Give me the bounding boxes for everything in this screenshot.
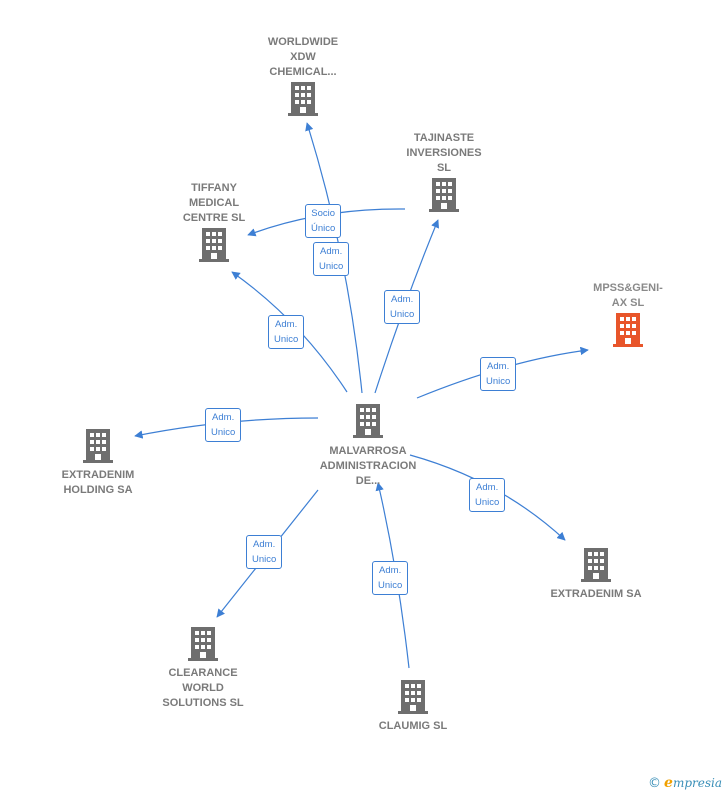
building-icon: [613, 313, 643, 347]
building-icon: [83, 429, 113, 463]
node-extradenim-sa[interactable]: EXTRADENIM SA: [526, 546, 666, 602]
node-label: WORLDWIDE XDW CHEMICAL...: [267, 36, 339, 78]
node-label: MALVARROSA ADMINISTRACION DE...: [319, 445, 417, 487]
node-claumig[interactable]: CLAUMIG SL: [343, 678, 483, 734]
building-icon: [581, 548, 611, 582]
building-icon: [353, 404, 383, 438]
node-label: EXTRADENIM SA: [550, 588, 642, 600]
building-icon: [288, 82, 318, 116]
node-mpss[interactable]: MPSS&GENI- AX SL: [558, 281, 698, 347]
edge-label-tajinaste-tiffany[interactable]: Socio Único: [305, 204, 342, 238]
node-tiffany[interactable]: TIFFANY MEDICAL CENTRE SL: [144, 181, 284, 262]
node-label: TIFFANY MEDICAL CENTRE SL: [182, 182, 246, 224]
edge-label-malvarrosa-extradenim_sa[interactable]: Adm. Unico: [469, 478, 506, 512]
node-tajinaste[interactable]: TAJINASTE INVERSIONES SL: [374, 131, 514, 212]
brand-logo: empresia: [664, 775, 722, 791]
edge-label-malvarrosa-extradenim_holding[interactable]: Adm. Unico: [205, 408, 242, 442]
node-extradenim-holding[interactable]: EXTRADENIM HOLDING SA: [28, 427, 168, 498]
copyright-icon: ©: [648, 775, 662, 791]
edge-label-malvarrosa-worldwide[interactable]: Adm. Unico: [313, 242, 350, 276]
edge-label-malvarrosa-tiffany[interactable]: Adm. Unico: [268, 315, 305, 349]
edge-label-claumig-malvarrosa[interactable]: Adm. Unico: [372, 561, 409, 595]
building-icon: [429, 178, 459, 212]
node-worldwide[interactable]: WORLDWIDE XDW CHEMICAL...: [233, 35, 373, 116]
building-icon: [199, 228, 229, 262]
node-label: EXTRADENIM HOLDING SA: [61, 469, 135, 496]
node-clearance[interactable]: CLEARANCE WORLD SOLUTIONS SL: [133, 625, 273, 711]
building-icon: [188, 627, 218, 661]
node-malvarrosa[interactable]: MALVARROSA ADMINISTRACION DE...: [298, 402, 438, 489]
edge-label-malvarrosa-tajinaste[interactable]: Adm. Unico: [384, 290, 421, 324]
edge-label-malvarrosa-mpss[interactable]: Adm. Unico: [480, 357, 517, 391]
node-label: MPSS&GENI- AX SL: [593, 282, 663, 309]
empresia-watermark: © empresia: [648, 775, 722, 791]
building-icon: [398, 680, 428, 714]
node-label: TAJINASTE INVERSIONES SL: [406, 132, 482, 174]
node-label: CLAUMIG SL: [378, 720, 448, 732]
node-label: CLEARANCE WORLD SOLUTIONS SL: [162, 667, 244, 709]
edge-label-malvarrosa-clearance[interactable]: Adm. Unico: [246, 535, 283, 569]
